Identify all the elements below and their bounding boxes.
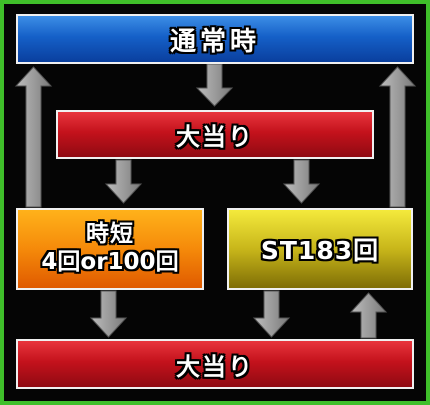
jackpot-bottom-label: 大当り (176, 352, 254, 381)
jitan-box: 時短 4回or100回 (16, 208, 204, 290)
arrow-jackpot-to-jitan (104, 159, 143, 204)
jitan-label-line1: 時短 (86, 221, 134, 248)
jackpot-top-box: 大当り (56, 110, 374, 159)
arrow-jitan-to-normal (14, 66, 53, 208)
jitan-label-line2: 4回or100回 (41, 249, 179, 275)
normal-state-box: 通常時 (16, 14, 414, 64)
arrow-jackpot-to-st (282, 159, 321, 204)
arrow-normal-to-jackpot (195, 63, 234, 107)
jackpot-top-label: 大当り (176, 123, 254, 151)
arrow-st-to-jackpot (252, 290, 291, 338)
arrow-st-to-normal (378, 66, 417, 208)
normal-state-label: 通常時 (169, 26, 260, 57)
jackpot-bottom-box: 大当り (16, 339, 414, 389)
arrow-jackpot-to-st-up (349, 292, 388, 339)
arrow-jitan-to-jackpot (89, 290, 128, 338)
st-label: ST183回 (260, 236, 380, 265)
st-box: ST183回 (227, 208, 413, 290)
